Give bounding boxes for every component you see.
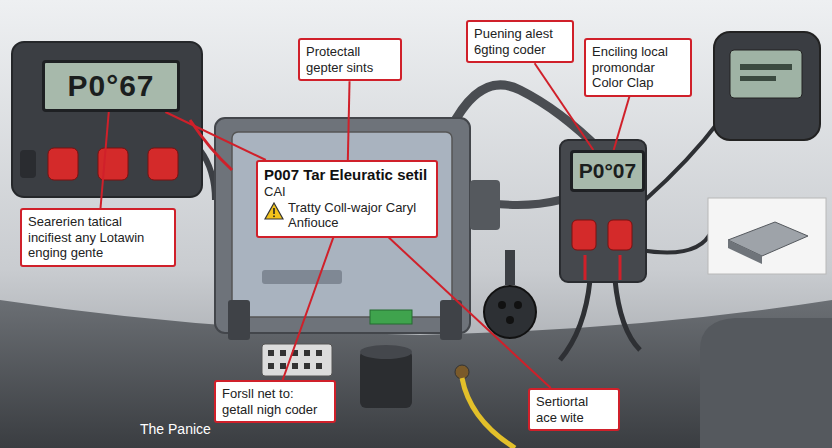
red-wire (619, 255, 622, 280)
leader-line (348, 81, 350, 160)
yellow-wire (462, 378, 515, 448)
multimeter-body (560, 140, 646, 282)
pin-connector (262, 344, 332, 376)
node-text: P007 Tar Eleuratic setil (264, 166, 430, 184)
node-text: Sertiortal ace wite (536, 394, 612, 425)
caption: The Panice (140, 421, 211, 437)
scanner-body (12, 42, 202, 197)
module-label (262, 270, 342, 284)
pin-hole (506, 316, 514, 324)
inset-box (708, 198, 826, 274)
node-body: CAI (264, 184, 430, 200)
device-screen (730, 50, 802, 98)
callout-box: Protectall gepter sints (298, 38, 402, 81)
node-text: P0°07 (577, 159, 638, 183)
mount-tab (228, 300, 250, 340)
fault-code-box: P007 Tar Eleuratic setilCAITratty Coll-w… (256, 160, 438, 238)
control-module (215, 118, 470, 333)
seat (700, 318, 832, 448)
plug (455, 365, 469, 379)
node-text: P0°67 (49, 69, 173, 103)
red-wire (584, 255, 587, 280)
cable (560, 280, 590, 360)
callout-box: Puening alest 6gting coder (466, 20, 574, 63)
node-text: Enciling local promondar Color Clap (592, 44, 684, 91)
node-text: Forsll net to: getall nigh coder (222, 386, 328, 417)
meter-button (572, 220, 596, 250)
sensor-top (360, 345, 412, 359)
callout-box: Forsll net to: getall nigh coder (214, 380, 336, 423)
leader-line (283, 238, 334, 380)
side-connector (470, 180, 500, 230)
terminal-strip (370, 310, 412, 324)
pin-grid (268, 350, 322, 369)
node-text: Puening alest 6gting coder (474, 26, 566, 57)
callout-box: Enciling local promondar Color Clap (584, 38, 692, 97)
module-icon-side (728, 240, 762, 264)
node-text: Searerien tatical incifiest any Lotawin … (28, 214, 168, 261)
node-text: Protectall gepter sints (306, 44, 394, 75)
mount-tab (440, 300, 462, 340)
meter-button (608, 220, 632, 250)
scanner-button (98, 148, 128, 180)
cable (640, 230, 712, 253)
pin-hole (514, 301, 522, 309)
connector-stem (505, 250, 515, 285)
scanner-button (48, 148, 78, 180)
node-body: Tratty Coll-wajor Caryl Anfiouce (264, 200, 430, 232)
scanner-button (20, 150, 36, 178)
leader-line (165, 112, 265, 160)
meter-screen: P0°07 (570, 150, 645, 192)
callout-box: Sertiortal ace wite (528, 388, 620, 431)
callout-box: Searerien tatical incifiest any Lotawin … (20, 208, 176, 267)
red-wire (190, 120, 232, 170)
screen-line (740, 76, 776, 81)
screen-line (740, 64, 792, 70)
scanner-screen: P0°67 (42, 60, 180, 112)
handheld-device (714, 32, 820, 140)
module-panel (232, 132, 452, 317)
round-connector (484, 286, 536, 338)
leader-line (101, 112, 109, 208)
cable (645, 120, 720, 200)
leader-line (614, 97, 630, 150)
scanner-button (148, 148, 178, 180)
cable (615, 280, 640, 350)
leader-line (389, 238, 551, 388)
pin-hole (498, 301, 506, 309)
